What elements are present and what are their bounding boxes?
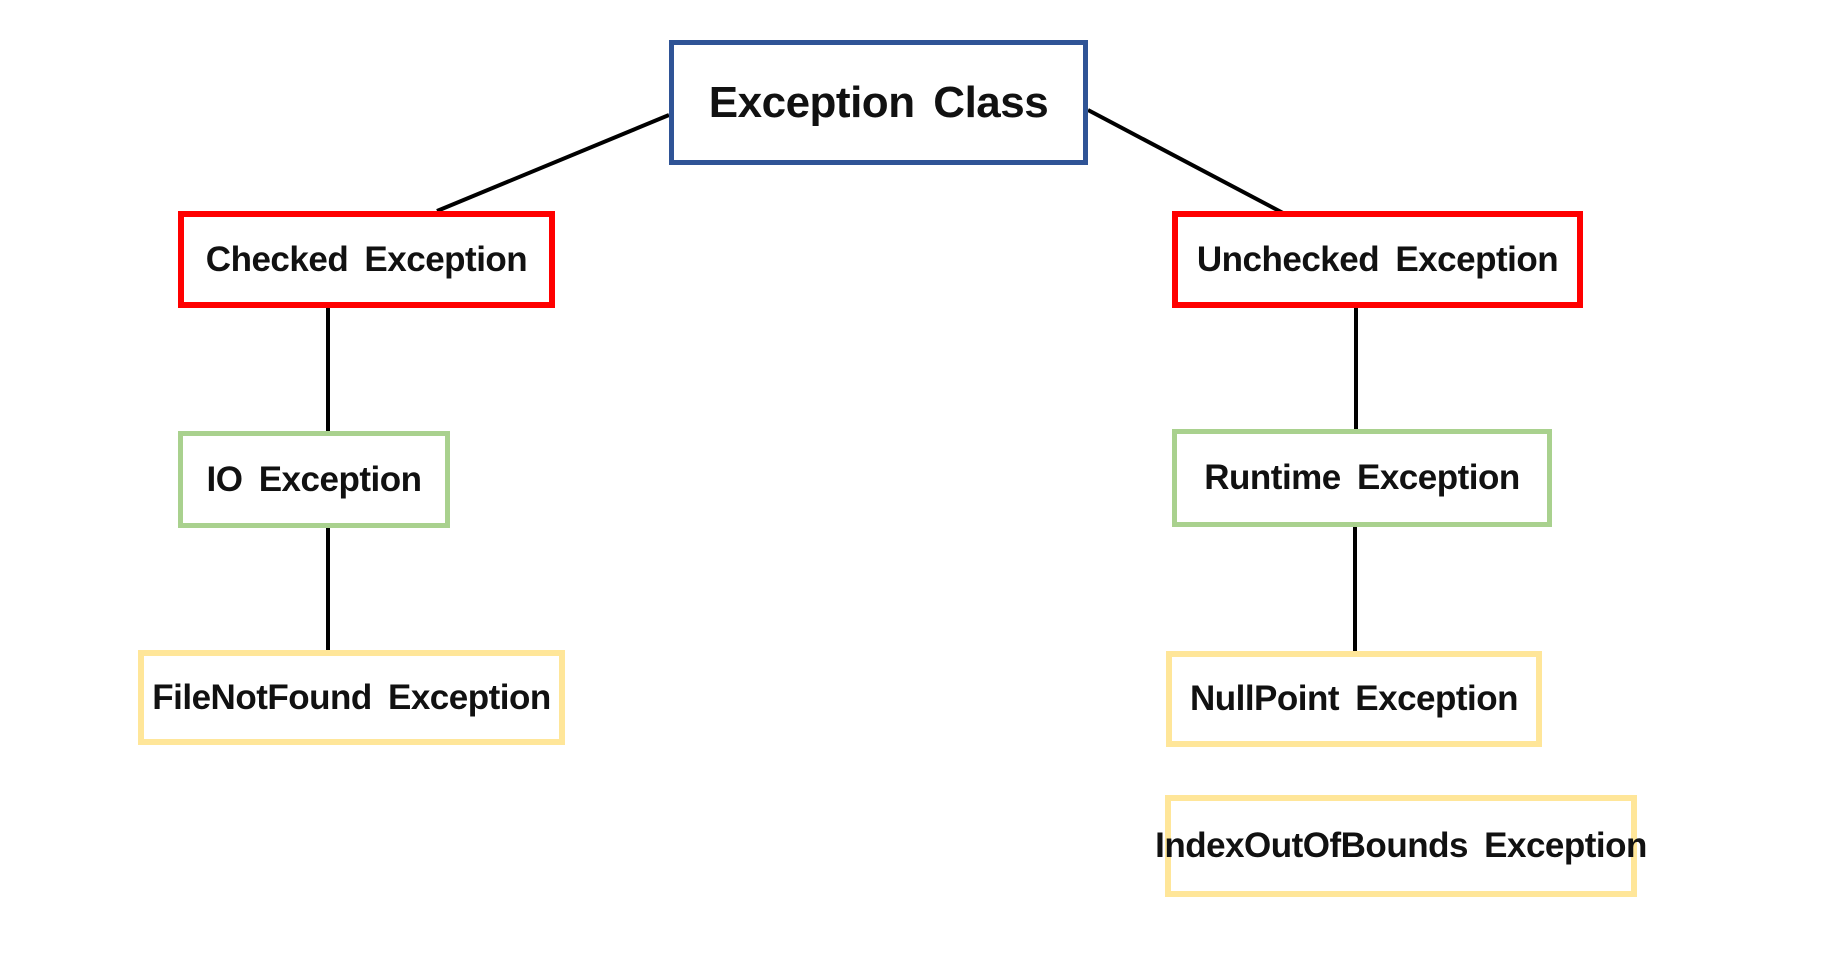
node-indexoutofbounds-exception: IndexOutOfBounds Exception xyxy=(1155,795,1647,897)
node-checked-exception: Checked Exception xyxy=(178,211,555,308)
node-filenotfound-exception: FileNotFound Exception xyxy=(138,650,565,745)
node-indexoutofbounds-exception-label: IndexOutOfBounds Exception xyxy=(1155,826,1647,865)
node-checked-exception-label: Checked Exception xyxy=(205,239,528,279)
node-io-exception-label: IO Exception xyxy=(206,459,422,499)
node-filenotfound-exception-label: FileNotFound Exception xyxy=(152,677,551,717)
node-nullpoint-exception: NullPoint Exception xyxy=(1166,651,1542,747)
node-runtime-exception: Runtime Exception xyxy=(1172,429,1552,527)
node-unchecked-exception: Unchecked Exception xyxy=(1172,211,1583,308)
node-unchecked-exception-label: Unchecked Exception xyxy=(1196,239,1559,279)
node-exception-class-label: Exception Class xyxy=(708,77,1049,127)
node-exception-class: Exception Class xyxy=(669,40,1088,165)
node-nullpoint-exception-label: NullPoint Exception xyxy=(1189,679,1519,718)
node-io-exception: IO Exception xyxy=(178,431,450,528)
node-runtime-exception-label: Runtime Exception xyxy=(1204,458,1520,497)
edge-root-checked xyxy=(436,113,670,213)
edge-root-unchecked xyxy=(1087,108,1284,215)
